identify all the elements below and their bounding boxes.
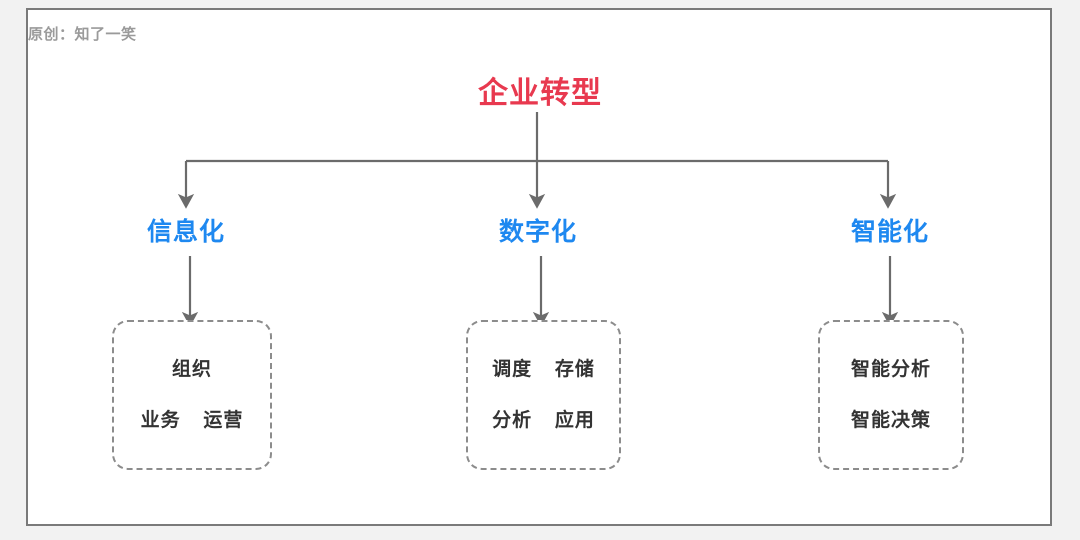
leaf-box-intelligentization: 智能分析 智能决策 xyxy=(818,320,964,470)
leaf-line: 业务 运营 xyxy=(140,409,244,431)
root-node-title: 企业转型 xyxy=(478,76,602,111)
branch-label-intelligentization: 智能化 xyxy=(850,217,929,246)
branch-label-informatization: 信息化 xyxy=(146,217,225,246)
leaf-line: 组织 xyxy=(171,358,212,380)
branch-label-digitalization: 数字化 xyxy=(498,217,577,246)
leaf-line: 分析 应用 xyxy=(492,409,595,431)
leaf-line: 智能决策 xyxy=(850,409,931,431)
leaf-line: 调度 存储 xyxy=(492,358,595,380)
leaf-box-digitalization: 调度 存储 分析 应用 xyxy=(466,320,621,470)
leaf-box-informatization: 组织 业务 运营 xyxy=(112,320,272,470)
watermark-text: 原创：知了一笑 xyxy=(28,25,137,43)
leaf-line: 智能分析 xyxy=(850,358,931,380)
